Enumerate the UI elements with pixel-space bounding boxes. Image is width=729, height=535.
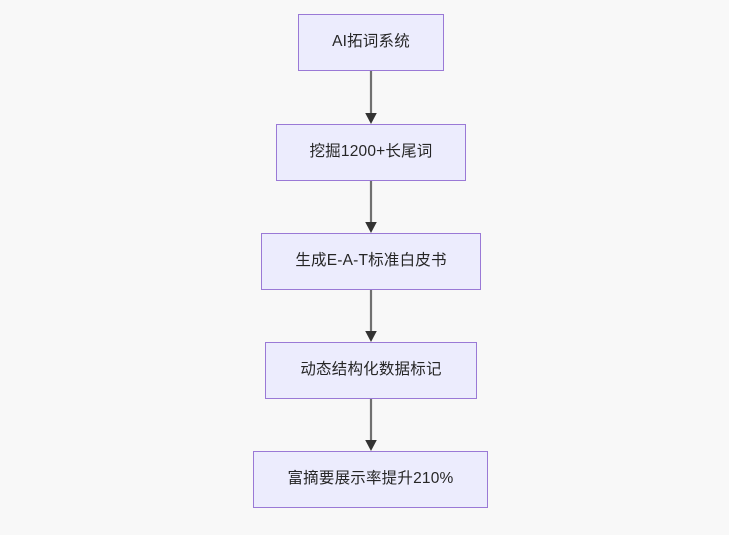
flow-node-rich-snippet-rate-increase[interactable]: 富摘要展示率提升210% [253,451,488,508]
arrowhead-icon [365,440,377,451]
edge-n2-n3 [361,181,381,233]
arrowhead-icon [365,113,377,124]
edge-n3-n4 [361,290,381,342]
flow-node-label: 富摘要展示率提升210% [287,470,454,488]
flow-node-label: 生成E-A-T标准白皮书 [295,252,447,270]
flow-node-label: 动态结构化数据标记 [300,361,442,379]
arrowhead-icon [365,222,377,233]
edge-n4-n5 [361,399,381,451]
flow-node-mine-longtail-keywords[interactable]: 挖掘1200+长尾词 [276,124,466,181]
flow-node-label: 挖掘1200+长尾词 [309,143,433,161]
flow-node-generate-eat-whitepaper[interactable]: 生成E-A-T标准白皮书 [261,233,481,290]
arrowhead-icon [365,331,377,342]
flow-node-ai-keyword-system[interactable]: AI拓词系统 [298,14,444,71]
flow-node-dynamic-structured-data-markup[interactable]: 动态结构化数据标记 [265,342,477,399]
edge-n1-n2 [361,71,381,124]
flow-node-label: AI拓词系统 [332,33,410,51]
